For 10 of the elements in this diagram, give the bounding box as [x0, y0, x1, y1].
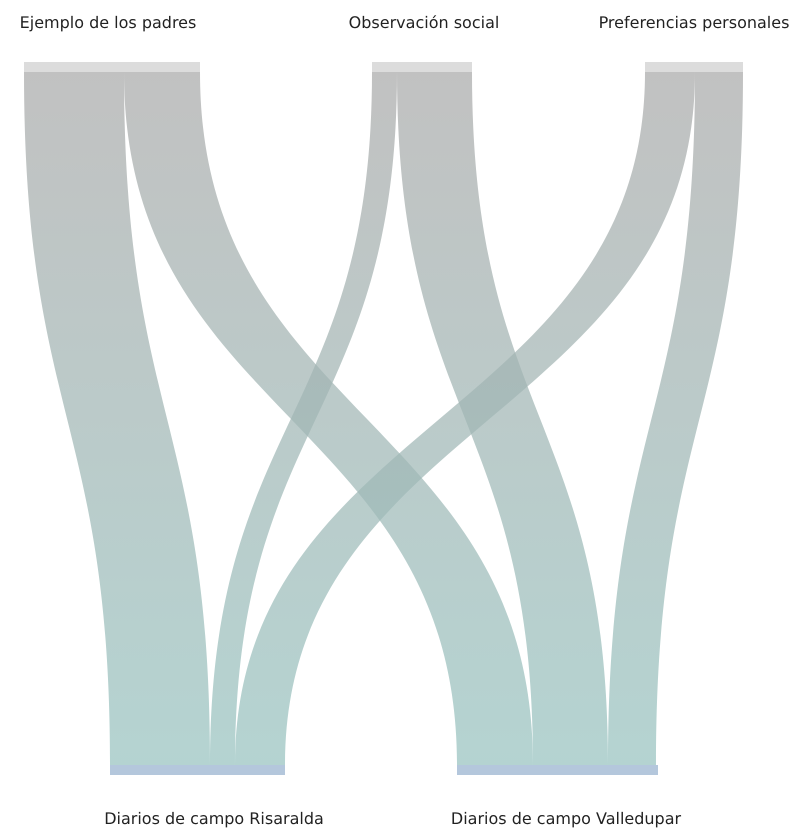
sankey-flow: [124, 72, 533, 765]
node-label: Diarios de campo Risaralda: [104, 809, 324, 828]
node-label: Observación social: [348, 13, 500, 32]
sankey-flow: [210, 72, 397, 765]
node-label: Diarios de campo Valledupar: [450, 809, 682, 828]
sankey-flow: [24, 72, 210, 765]
sankey-flow: [397, 72, 608, 765]
node-label: Preferencias personales: [598, 13, 790, 32]
sankey-flow: [608, 72, 743, 765]
node-label: Ejemplo de los padres: [20, 13, 196, 32]
